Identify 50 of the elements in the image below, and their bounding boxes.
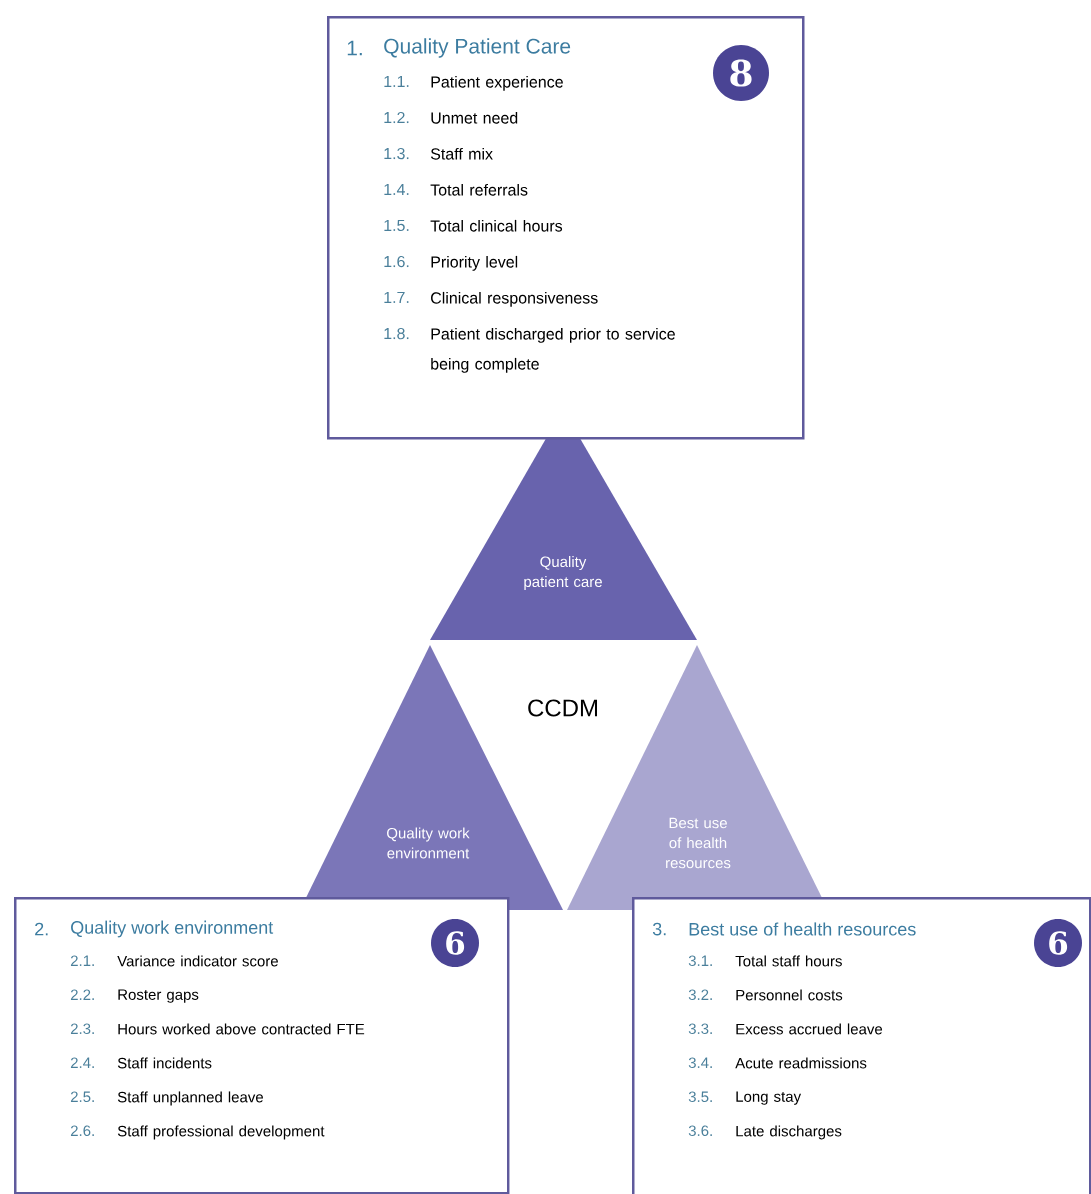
number-badge: 6	[1034, 919, 1082, 967]
list-item: Staff professional development	[117, 1125, 325, 1140]
list-item: Hours worked above contracted FTE	[118, 1023, 365, 1035]
heading: Best use of health resources	[689, 922, 916, 936]
item-number: 3.5.	[688, 1091, 712, 1103]
heading: Quality Patient Care	[384, 38, 571, 58]
heading-number: 2.	[35, 922, 48, 936]
item-number: 1.7.	[384, 291, 409, 303]
list-item: Acute readmissions	[735, 1057, 867, 1069]
heading: Quality work environment	[71, 920, 274, 938]
item-number: 3.3.	[688, 1023, 712, 1035]
item-number: 3.4.	[688, 1057, 712, 1069]
item-number: 3.6.	[688, 1125, 712, 1137]
item-number: 1.6.	[384, 255, 409, 268]
item-number: 3.1.	[688, 955, 712, 967]
heading-number: 3.	[652, 922, 666, 936]
item-number: 2.1.	[70, 955, 94, 966]
triangle: Quality patient care	[430, 409, 697, 640]
item-number: 2.3.	[70, 1023, 94, 1035]
list-item: Variance indicator score	[117, 955, 278, 967]
list-item: Total referrals	[430, 183, 528, 196]
list-item: Late discharges	[736, 1125, 842, 1140]
list-item: Unmet need	[431, 111, 518, 124]
list-item: Staff unplanned leave	[117, 1091, 263, 1106]
item-number: 1.8.	[384, 327, 409, 340]
item-number: 2.6.	[70, 1125, 94, 1137]
item-number: 1.1.	[384, 75, 409, 87]
heading-number: 1.	[347, 40, 362, 56]
list-item: Long stay	[736, 1091, 802, 1105]
number-badge: 6	[431, 919, 479, 967]
list-item: Staff mix	[430, 147, 493, 160]
item-number: 1.5.	[384, 219, 409, 232]
list-item: Priority level	[431, 255, 518, 271]
list-item: Total clinical hours	[430, 219, 563, 232]
list-item: Roster gaps	[118, 989, 199, 1003]
list-item: Patient discharged prior to service being complete	[431, 327, 675, 373]
list-item: Clinical responsiveness	[431, 291, 598, 307]
item-number: 2.4.	[70, 1057, 94, 1068]
item-number: 2.5.	[70, 1091, 94, 1103]
item-number: 2.2.	[70, 989, 94, 1000]
item-number: 1.2.	[384, 111, 409, 124]
list-item: Staff incidents	[117, 1057, 212, 1069]
number-badge: 8	[713, 45, 769, 101]
list-item: Patient experience	[431, 75, 563, 91]
item-number: 1.3.	[384, 147, 409, 160]
list-item: Excess accrued leave	[736, 1023, 883, 1035]
list-item: Personnel costs	[736, 989, 843, 1001]
item-number: 3.2.	[688, 989, 712, 1001]
item-number: 1.4.	[384, 183, 409, 195]
list-item: Total staff hours	[735, 955, 842, 967]
